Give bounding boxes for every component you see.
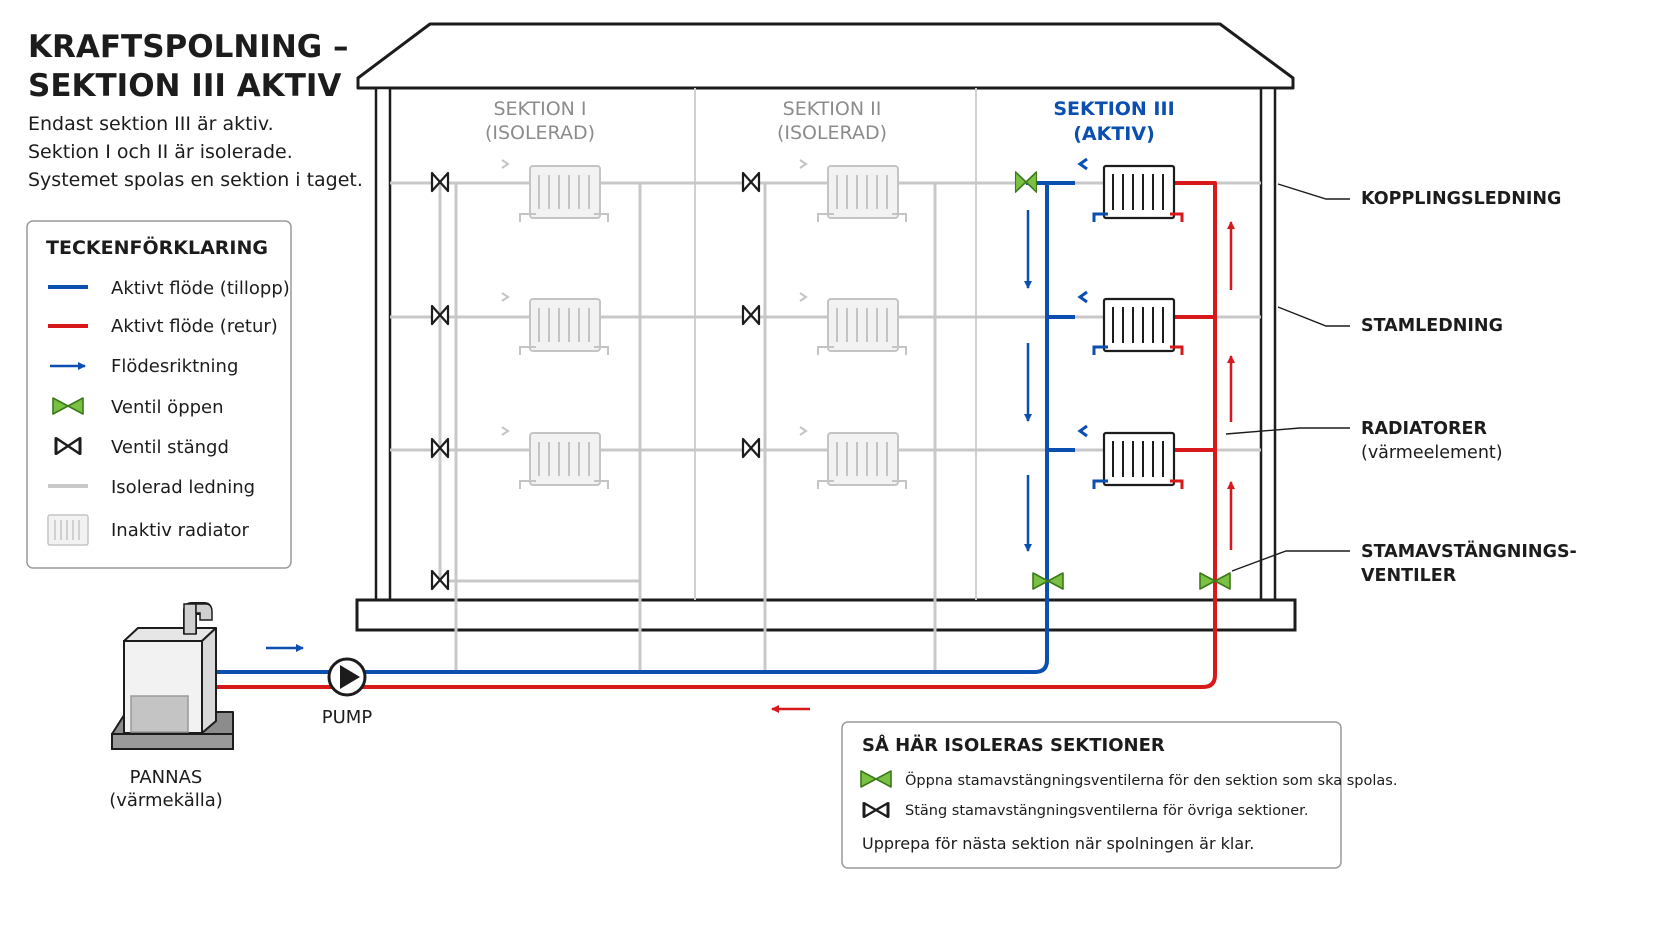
legend-label-supply: Aktivt flöde (tillopp)	[111, 278, 290, 299]
info-open-text: Öppna stamavstängningsventilerna för den…	[905, 771, 1397, 789]
legend-label-inactive-radiator: Inaktiv radiator	[111, 520, 250, 541]
valve-closed-s2-floor3	[741, 437, 761, 459]
active-return-piping	[210, 181, 1217, 689]
callout-radiatorer-sub: (värmeelement)	[1361, 443, 1503, 463]
callout-stamventiler-line-1: STAMAVSTÄNGNINGS-	[1361, 540, 1577, 562]
boiler	[111, 602, 234, 750]
valve-closed-icon	[54, 437, 82, 455]
title-line-2: SEKTION III AKTIV	[28, 68, 341, 104]
legend-heading: TECKENFÖRKLARING	[46, 235, 268, 259]
boiler-sub-label: (värmekälla)	[109, 790, 223, 811]
callout-stamledning: STAMLEDNING	[1361, 316, 1503, 336]
radiator-s1-floor3	[501, 426, 609, 490]
building-roof	[356, 22, 1295, 90]
valve-closed-s2-floor1	[741, 171, 761, 193]
radiator-s2-floor2	[799, 292, 907, 356]
info-close-text: Stäng stamavstängningsventilerna för övr…	[905, 803, 1308, 819]
valve-open-s3-top	[1014, 171, 1038, 193]
active-supply-piping	[210, 181, 1075, 674]
section-2-state: (ISOLERAD)	[777, 122, 887, 144]
isolated-piping	[390, 181, 1261, 670]
pump-label: PUMP	[322, 707, 373, 728]
pump-icon	[327, 657, 367, 697]
intro-line-2: Sektion I och II är isolerade.	[28, 141, 293, 163]
section-2-name: SEKTION II	[783, 98, 882, 120]
section-3-name: SEKTION III	[1053, 98, 1174, 120]
section-1-name: SEKTION I	[493, 98, 586, 120]
boiler-label: PANNAS	[130, 767, 203, 788]
info-valve-closed-icon	[862, 802, 890, 818]
legend-label-direction: Flödesriktning	[111, 356, 238, 377]
callout-lines	[1225, 183, 1350, 572]
radiator-s3-floor2	[1078, 290, 1184, 357]
legend-label-valve-closed: Ventil stängd	[111, 437, 229, 458]
radiator-s1-floor2	[501, 292, 609, 356]
building	[355, 22, 1297, 632]
section-1-state: (ISOLERAD)	[485, 122, 595, 144]
flow-arrows	[266, 210, 1235, 713]
info-box: SÅ HÄR ISOLERAS SEKTIONER Öppna stamavst…	[841, 721, 1397, 869]
legend-label-valve-open: Ventil öppen	[111, 397, 224, 418]
radiator-s1-floor1	[501, 159, 609, 223]
intro-line-3: Systemet spolas en sektion i taget.	[28, 169, 363, 191]
right-wall	[1259, 86, 1277, 602]
valve-closed-s2-floor2	[741, 304, 761, 326]
callout-stamventiler-line-2: VENTILER	[1361, 566, 1457, 586]
intro-line-1: Endast sektion III är aktiv.	[28, 113, 274, 135]
legend-box: TECKENFÖRKLARING Aktivt flöde (tillopp) …	[26, 220, 292, 569]
left-wall	[374, 86, 392, 602]
radiator-s3-floor1	[1078, 157, 1184, 224]
callout-radiatorer: RADIATORER	[1361, 419, 1487, 439]
legend-label-return: Aktivt flöde (retur)	[111, 316, 278, 337]
title-line-1: KRAFTSPOLNING –	[28, 29, 349, 65]
info-heading: SÅ HÄR ISOLERAS SEKTIONER	[862, 733, 1165, 756]
radiator-s2-floor1	[799, 159, 907, 223]
section-3-state: (AKTIV)	[1073, 123, 1155, 145]
building-base	[355, 598, 1297, 632]
radiator-s3-floor3	[1078, 424, 1184, 491]
callout-kopplingsledning: KOPPLINGSLEDNING	[1361, 189, 1561, 209]
info-repeat-text: Upprepa för nästa sektion när spolningen…	[862, 834, 1254, 853]
inactive-radiator-icon	[47, 514, 89, 546]
legend-label-isolated: Isolerad ledning	[111, 477, 255, 498]
radiator-s2-floor3	[799, 426, 907, 490]
